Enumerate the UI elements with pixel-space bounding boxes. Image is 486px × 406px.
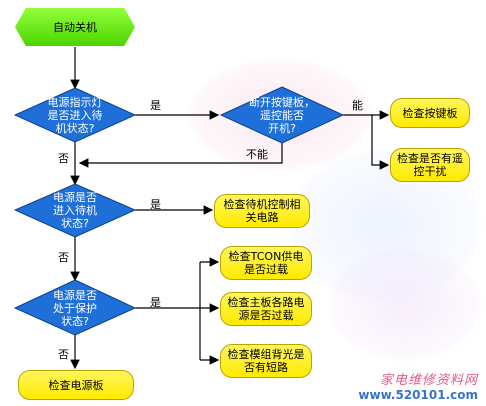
action-check-power-board: 检查电源板 [18, 370, 134, 400]
label-d1-no: 否 [58, 152, 69, 165]
decision-d2-label: 断开按键板， 遥控能否 开机? [249, 96, 315, 135]
label-d4-no: 否 [58, 348, 69, 361]
watermark-url: www.520101.com [358, 388, 478, 402]
action-check-keyboard-label: 检查按键板 [402, 106, 458, 120]
action-check-backlight-label: 检查模组背光是 否有短路 [227, 348, 305, 374]
action-check-tcon-label: 检查TCON供电 是否过载 [228, 250, 304, 276]
action-check-keyboard: 检查按键板 [390, 98, 470, 128]
arrow-d2-branch [343, 114, 390, 170]
action-check-backlight: 检查模组背光是 否有短路 [220, 344, 312, 378]
decision-d3-shape [13, 183, 137, 238]
arrow-d2-cannot [78, 143, 283, 168]
action-check-tcon: 检查TCON供电 是否过载 [220, 246, 312, 280]
action-check-interference-label: 检查是否有遥 控干扰 [397, 152, 463, 178]
decision-d4-shape [13, 279, 137, 336]
label-d1-yes: 是 [150, 99, 161, 112]
label-d3-yes: 是 [150, 198, 161, 211]
watermark: 家电维修资料网 www.520101.com [358, 369, 478, 402]
label-d2-can: 能 [352, 99, 363, 112]
label-d2-cannot: 不能 [246, 148, 268, 161]
start-node-label: 自动关机 [53, 20, 97, 34]
label-d4-yes: 是 [150, 296, 161, 309]
decision-d1-label: 电源指示灯 是否进入待 机状态? [47, 96, 103, 135]
action-check-interference: 检查是否有遥 控干扰 [390, 148, 470, 182]
watermark-title: 家电维修资料网 [379, 373, 478, 388]
action-check-mainboard: 检查主板各路电 源是否过载 [220, 292, 312, 326]
action-check-mainboard-label: 检查主板各路电 源是否过载 [227, 296, 305, 322]
action-check-power-board-label: 检查电源板 [48, 378, 104, 392]
decision-d2-shape [219, 86, 345, 144]
action-check-standby-ctrl: 检查待机控制相 关电路 [214, 194, 310, 228]
start-node: 自动关机 [15, 8, 135, 46]
decision-d4-label: 电源是否 处于保护 状态? [53, 289, 97, 328]
background-swirl-purple [330, 250, 480, 360]
decision-d1-shape [13, 87, 137, 143]
decision-d3-label: 电源是否 进入待机 状态? [53, 191, 97, 230]
action-check-standby-ctrl-label: 检查待机控制相 关电路 [223, 198, 301, 224]
label-d3-no: 否 [58, 251, 69, 264]
